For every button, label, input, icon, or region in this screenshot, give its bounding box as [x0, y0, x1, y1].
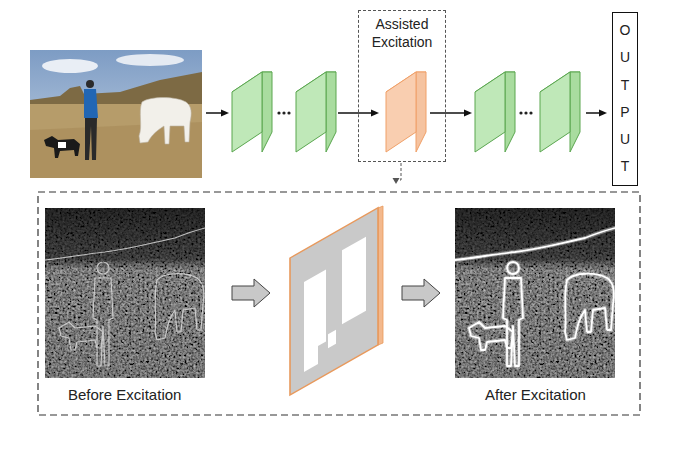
panel-caption: After Excitation — [485, 386, 586, 403]
feature-map-before — [45, 208, 205, 378]
excitation-mask — [290, 206, 383, 395]
detail-panel — [38, 192, 640, 415]
excitation-layer — [386, 72, 426, 152]
output-box: OUTPUT — [612, 12, 638, 186]
vertical-label: OUTPUT — [618, 17, 632, 181]
feature-map-after — [455, 208, 615, 378]
panel-caption: Before Excitation — [68, 386, 181, 403]
group-heading: Assisted Excitation — [364, 15, 440, 51]
conv-layers — [232, 72, 580, 152]
input-photo — [30, 50, 202, 178]
detail-pointer — [393, 163, 402, 184]
dashed-group-box: Assisted Excitation — [358, 10, 446, 162]
